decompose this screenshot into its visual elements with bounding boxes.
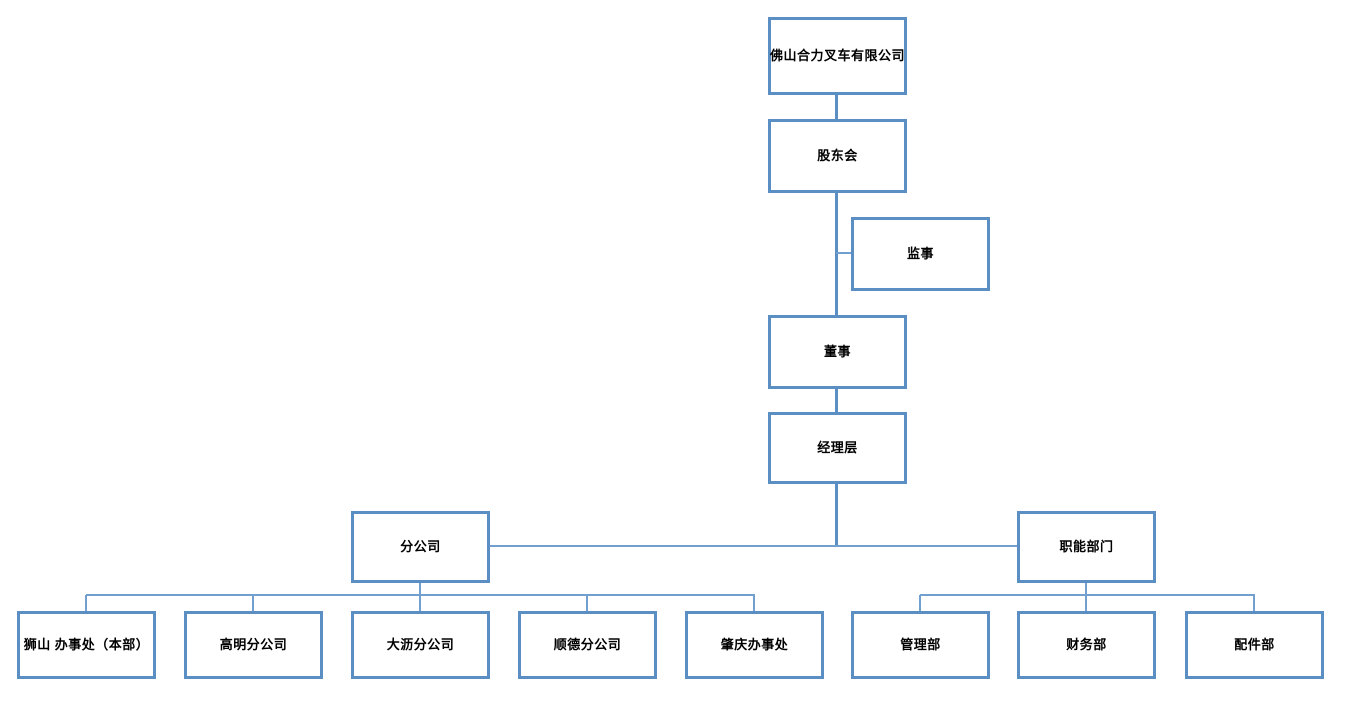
- node-branch-child-2[interactable]: 大沥分公司: [351, 611, 490, 679]
- node-company[interactable]: 佛山合力叉车有限公司: [768, 17, 907, 95]
- node-director[interactable]: 董事: [768, 315, 907, 389]
- node-label: 股东会: [817, 148, 858, 164]
- connector-director-to-management: [835, 389, 838, 412]
- node-functional-child-1[interactable]: 财务部: [1017, 611, 1156, 679]
- connector-branch-riser-4: [753, 595, 755, 611]
- node-management[interactable]: 经理层: [768, 412, 907, 484]
- node-label: 财务部: [1066, 637, 1107, 653]
- connector-functional-riser-1: [1085, 595, 1087, 611]
- node-label: 佛山合力叉车有限公司: [770, 48, 906, 64]
- node-label: 分公司: [400, 539, 441, 555]
- connector-functional-riser-0: [919, 595, 921, 611]
- node-label: 顺德分公司: [553, 637, 622, 653]
- node-branch-child-4[interactable]: 肇庆办事处: [685, 611, 824, 679]
- connector-shareholders-trunk-down: [835, 193, 838, 315]
- connector-branches-drop: [419, 583, 421, 596]
- node-label: 狮山 办事处（本部）: [23, 637, 150, 653]
- node-label: 董事: [823, 344, 851, 360]
- node-functional-child-2[interactable]: 配件部: [1185, 611, 1324, 679]
- node-label: 肇庆办事处: [720, 637, 789, 653]
- node-functional-child-0[interactable]: 管理部: [851, 611, 990, 679]
- node-label: 高明分公司: [219, 637, 288, 653]
- connector-functional-riser-2: [1253, 595, 1255, 611]
- connector-branch-riser-2: [419, 595, 421, 611]
- node-label: 大沥分公司: [386, 637, 455, 653]
- node-supervisor[interactable]: 监事: [851, 217, 990, 291]
- node-label: 配件部: [1234, 637, 1275, 653]
- connector-level5-spine: [490, 545, 1017, 547]
- node-label: 经理层: [817, 440, 858, 456]
- connector-trunk-to-supervisor: [836, 252, 851, 254]
- node-functional[interactable]: 职能部门: [1017, 511, 1156, 583]
- connector-management-trunk-down: [835, 484, 838, 547]
- connector-functional-drop: [1085, 583, 1087, 596]
- node-shareholders[interactable]: 股东会: [768, 119, 907, 193]
- node-branch-child-3[interactable]: 顺德分公司: [518, 611, 657, 679]
- node-label: 监事: [906, 246, 934, 262]
- connector-functional-spine: [920, 594, 1255, 596]
- connector-branch-riser-3: [586, 595, 588, 611]
- connector-company-to-shareholders: [835, 95, 838, 119]
- node-branches[interactable]: 分公司: [351, 511, 490, 583]
- connector-branch-riser-1: [252, 595, 254, 611]
- node-label: 职能部门: [1059, 539, 1114, 555]
- node-label: 管理部: [900, 637, 941, 653]
- node-branch-child-0[interactable]: 狮山 办事处（本部）: [17, 611, 156, 679]
- node-branch-child-1[interactable]: 高明分公司: [184, 611, 323, 679]
- connector-branch-riser-0: [85, 595, 87, 611]
